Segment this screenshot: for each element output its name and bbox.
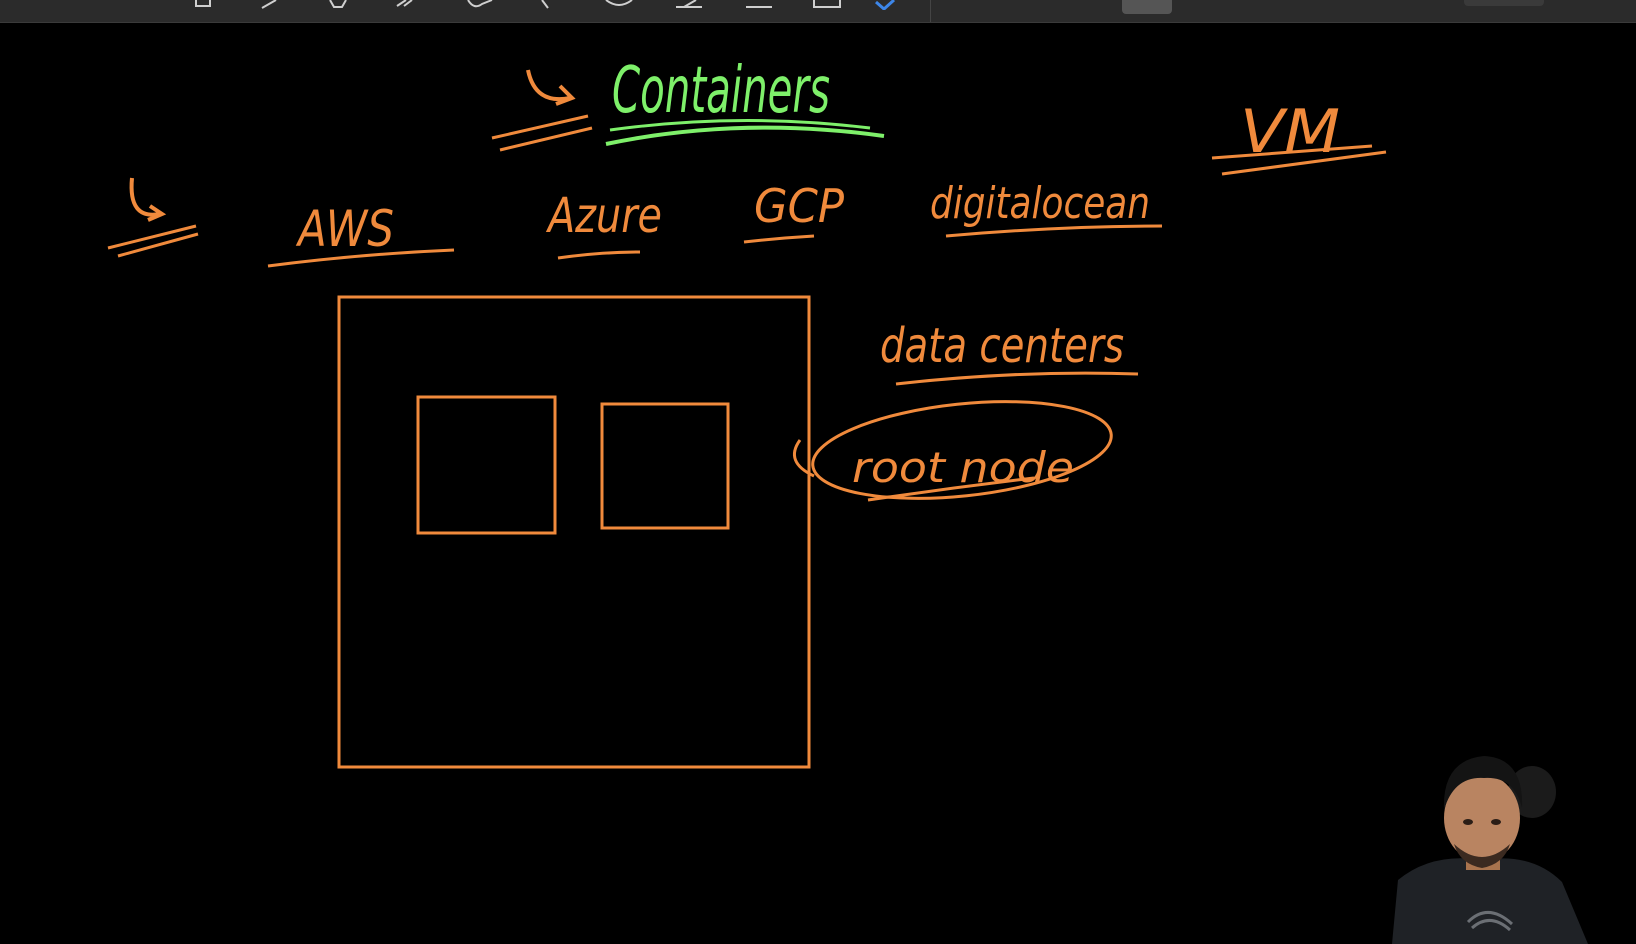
root-node-circle <box>811 400 1113 500</box>
heading-underline <box>605 125 885 146</box>
highlighter-tool-icon[interactable] <box>326 0 350 10</box>
provider-aws: AWS <box>295 200 394 258</box>
heading-emphasis-lines <box>491 114 593 152</box>
azure-underline <box>557 250 641 260</box>
presenter-webcam <box>1392 752 1592 944</box>
gcp-underline <box>743 234 815 244</box>
provider-gcp: GCP <box>754 179 844 233</box>
eraser-tool-icon[interactable] <box>394 0 418 10</box>
shape-tool-icon[interactable] <box>604 0 633 10</box>
vm-underline <box>1211 144 1387 176</box>
presenter-beard <box>1454 844 1510 868</box>
whiteboard-canvas[interactable]: Containers VM AWS Azure GCP digitalocean… <box>0 22 1636 944</box>
window-controls[interactable] <box>1464 0 1544 6</box>
label-vm: VM <box>1240 97 1340 167</box>
pointer-tool-icon[interactable] <box>536 0 560 10</box>
text-tool-icon[interactable] <box>674 0 702 10</box>
image-tool-icon[interactable] <box>744 0 772 10</box>
datacenter-box <box>337 295 811 769</box>
provider-azure: Azure <box>546 188 662 244</box>
zoom-tool-icon[interactable] <box>192 0 216 10</box>
container-box-2 <box>600 402 730 530</box>
root-node-connector <box>792 439 815 478</box>
lasso-tool-icon[interactable] <box>466 0 493 10</box>
heading-containers: Containers <box>612 54 830 128</box>
root-node-underline <box>867 476 1035 502</box>
list-arrow <box>129 177 167 222</box>
pointer-arrow <box>526 69 576 106</box>
data-centers-underline <box>895 371 1139 386</box>
page-indicator-button[interactable] <box>1122 0 1172 14</box>
arrow-emphasis-lines <box>107 224 199 258</box>
drawing-toolbar <box>0 0 1636 23</box>
color-picker-icon[interactable] <box>874 0 898 10</box>
presenter-hair <box>1443 756 1523 810</box>
heading-underline-2 <box>609 118 871 132</box>
aws-underline <box>267 248 455 268</box>
toolbar-divider <box>930 0 931 22</box>
provider-digitalocean: digitalocean <box>930 178 1150 229</box>
digitalocean-underline <box>945 224 1163 238</box>
chair-headrest <box>1508 766 1556 818</box>
pen-tool-icon[interactable] <box>260 0 284 10</box>
presenter-face <box>1444 774 1520 862</box>
presenter-shirt <box>1392 858 1588 944</box>
container-box-1 <box>416 395 557 535</box>
label-data-centers: data centers <box>880 318 1124 374</box>
label-root-node: root node <box>852 443 1074 492</box>
ruler-tool-icon[interactable] <box>812 0 841 10</box>
